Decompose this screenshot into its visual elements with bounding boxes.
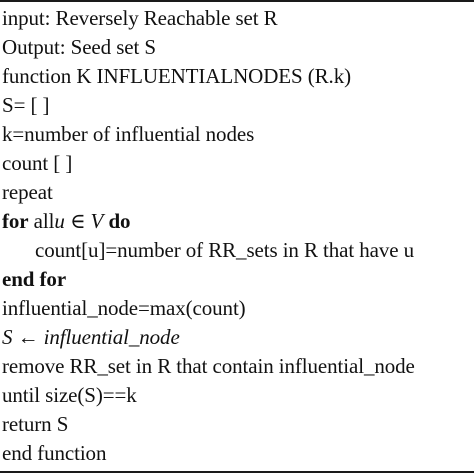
left-arrow-symbol: ← bbox=[17, 325, 39, 349]
algorithm-line-repeat: repeat bbox=[2, 180, 53, 204]
algorithm-line-output: Output: Seed set S bbox=[2, 35, 156, 59]
algorithm-line-max: influential_node=max(count) bbox=[2, 296, 246, 320]
algorithm-line-end-function: end function bbox=[2, 441, 107, 465]
do-keyword: do bbox=[108, 209, 131, 233]
algorithm-line-remove: remove RR_set in R that contain influent… bbox=[2, 354, 415, 378]
math-u: u bbox=[54, 209, 65, 233]
algorithm-line-input: input: Reversely Reachable set R bbox=[2, 6, 278, 30]
algorithm-line-assign-s: S ← influential_node bbox=[2, 324, 180, 351]
algorithm-line-count-init: count [ ] bbox=[2, 151, 73, 175]
algorithm-line-s-init: S= [ ] bbox=[2, 93, 50, 117]
algorithm-line-end-for: end for bbox=[2, 267, 67, 291]
all-text: all bbox=[33, 209, 55, 233]
algorithm-line-for: for allu ∈ V do bbox=[2, 208, 131, 235]
algorithm-line-k: k=number of influential nodes bbox=[2, 122, 255, 146]
bottom-rule bbox=[0, 471, 474, 473]
algorithm-line-function: function K INFLUENTIALNODES (R.k) bbox=[2, 64, 351, 88]
algorithm-line-until: until size(S)==k bbox=[2, 383, 137, 407]
for-keyword: for bbox=[2, 209, 29, 233]
math-influential-node: influential_node bbox=[43, 325, 180, 349]
algorithm-line-return: return S bbox=[2, 412, 69, 436]
algorithm-line-count-assign: count[u]=number of RR_sets in R that hav… bbox=[35, 238, 415, 262]
top-rule bbox=[0, 0, 474, 2]
math-v: V bbox=[90, 209, 104, 233]
math-s: S bbox=[2, 325, 13, 349]
element-of-symbol: ∈ bbox=[69, 209, 86, 233]
